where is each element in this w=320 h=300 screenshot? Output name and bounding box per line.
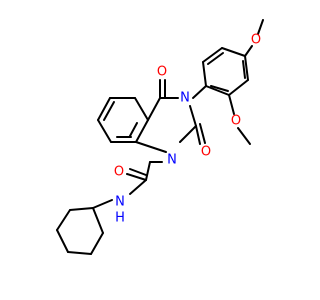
amide-nitrogen-label: N bbox=[115, 195, 125, 210]
quinazoline-n1-label: N bbox=[167, 153, 177, 168]
amide-oxygen-label: O bbox=[114, 165, 124, 180]
amide-hydrogen-label: H bbox=[115, 211, 125, 226]
para-methoxy-oxygen-label: O bbox=[251, 33, 261, 48]
molecule-canvas: N H O N N O O O O bbox=[56, 19, 264, 255]
c4-carbonyl-oxygen-label: O bbox=[157, 65, 167, 80]
bond-lines bbox=[56, 19, 264, 255]
quinazoline-n3-label: N bbox=[180, 91, 190, 106]
ortho-methoxy-oxygen-label: O bbox=[231, 114, 241, 129]
molecule-structure: N H O N N O O O O bbox=[56, 19, 264, 255]
c2-carbonyl-oxygen-label: O bbox=[201, 145, 211, 160]
